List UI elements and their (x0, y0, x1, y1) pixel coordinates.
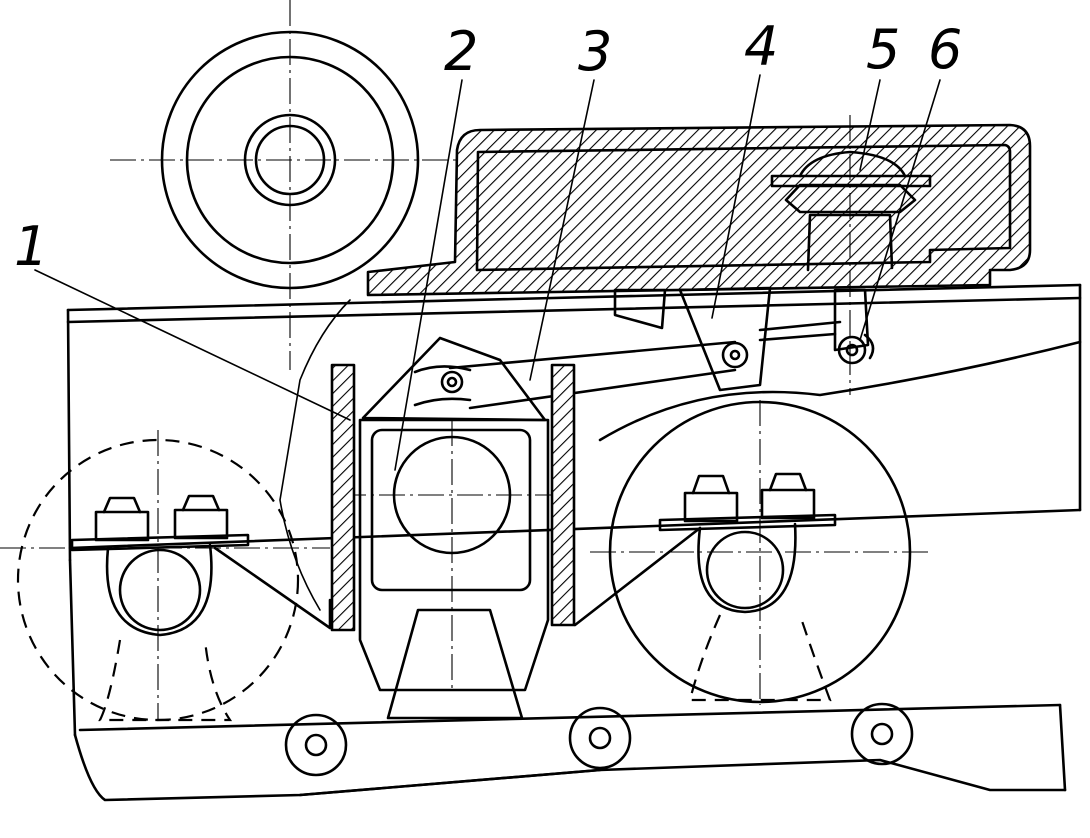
pivot-link (833, 288, 875, 365)
callout-3: 3 (578, 20, 612, 83)
road-wheel-left (0, 430, 330, 722)
callout-6: 6 (928, 18, 962, 81)
clamp-right (573, 472, 837, 627)
guide-plates (330, 363, 576, 632)
clamp-left (70, 494, 332, 637)
callout-4: 4 (744, 15, 778, 78)
callout-2: 2 (444, 20, 478, 83)
rocker-arm (361, 336, 737, 422)
buffer-assembly (770, 115, 932, 395)
box-section (366, 123, 1032, 297)
callout-5: 5 (866, 18, 900, 81)
track-chain (73, 702, 1067, 802)
lever-bracket (613, 286, 842, 392)
leader-lines (34, 74, 941, 471)
road-wheel-right (590, 400, 930, 705)
callout-1: 1 (14, 215, 48, 278)
support-roller (110, 0, 475, 370)
axle-box (340, 418, 560, 720)
